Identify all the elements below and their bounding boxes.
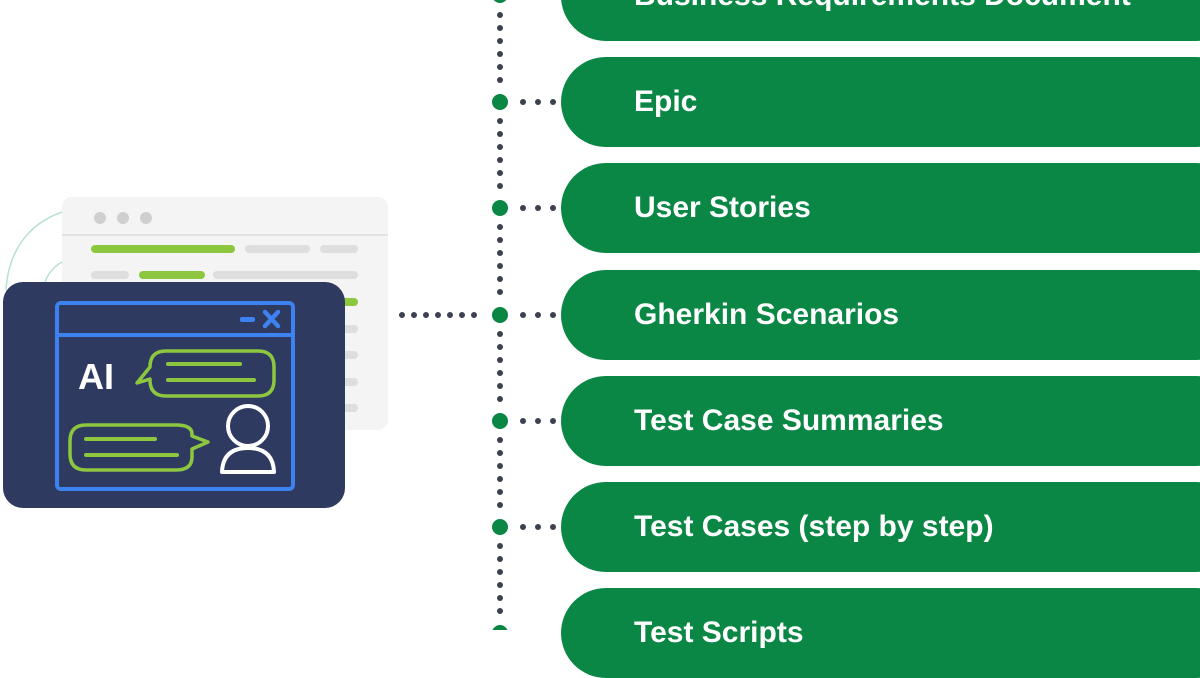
pipeline-item-business-requirements-document: Business Requirements Document [561,0,1200,41]
pipeline-item-test-scripts: Test Scripts [561,588,1200,678]
branch-node [492,625,508,630]
user-avatar-icon [220,404,276,474]
decorative-arc [5,211,63,291]
branch-node [492,200,556,216]
ai-chat-panel-illustration: AI [3,282,345,508]
close-icon [262,309,281,329]
window-dot-icon [117,212,129,224]
flow-diagram: AI [3,0,556,630]
minimize-icon [240,317,255,322]
branch-node [492,519,556,535]
branch-node [492,413,556,429]
ai-label: AI [78,356,114,397]
vertical-connector [497,12,503,614]
window-dot-icon [140,212,152,224]
branch-node [493,0,507,3]
branch-node [492,307,556,323]
pipeline-item-gherkin-scenarios: Gherkin Scenarios [561,270,1200,360]
branch-connectors [492,0,556,630]
window-dot-icon [94,212,106,224]
pipeline-item-test-case-summaries: Test Case Summaries [561,376,1200,466]
pipeline-item-user-stories: User Stories [561,163,1200,253]
branch-node [492,94,556,110]
ai-speech-bubble-icon [135,349,276,398]
user-speech-bubble-icon [68,423,210,472]
main-connector [399,312,477,318]
pipeline-item-test-cases: Test Cases (step by step) [561,482,1200,572]
pipeline-item-epic: Epic [561,57,1200,147]
